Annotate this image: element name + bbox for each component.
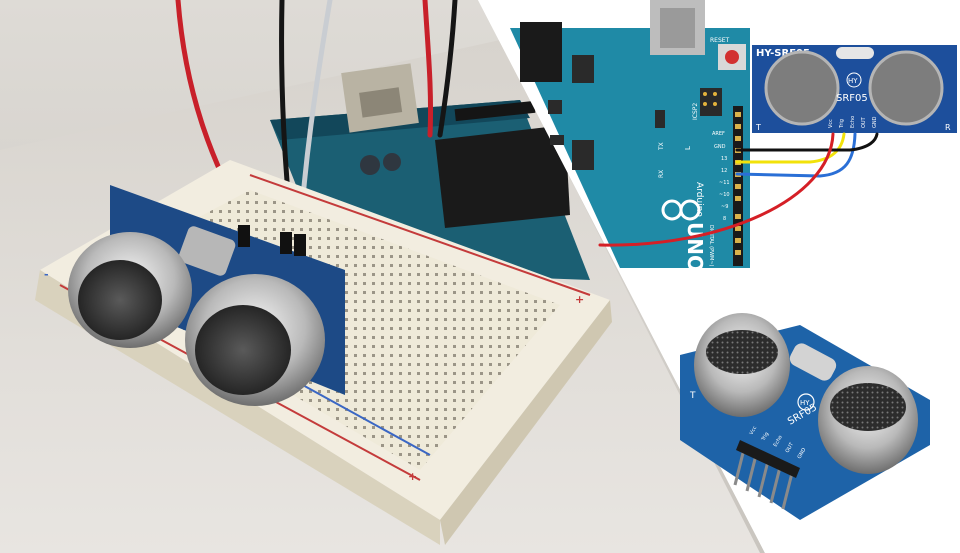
module-pin-labels: Vcc Trig Echo OUT GND: [749, 425, 808, 460]
sensor-pin-labels: Vcc Trig Echo OUT GND: [828, 116, 878, 129]
diagram-wires: [598, 132, 879, 247]
sensor-pin-echo: Echo: [850, 116, 856, 128]
rx-label: RX: [658, 170, 665, 178]
module-pin-gnd: GND: [797, 447, 808, 460]
l-label: L: [684, 146, 692, 150]
vcc-wire: [598, 132, 835, 247]
ultrasonic-sensor-photo: [68, 185, 345, 406]
transducer-r-diagram: [868, 50, 944, 126]
module-pin-vcc: Vcc: [749, 425, 759, 436]
sensor-pin-out: OUT: [861, 116, 867, 128]
aref-label: AREF: [712, 131, 725, 137]
icsp-label: ICSP2: [692, 103, 699, 120]
sensor-pin-trig: Trig: [839, 119, 845, 129]
sensor-logo: HY: [848, 77, 858, 85]
arduino-name: Arduino: [694, 182, 704, 217]
gnd-wire: [735, 132, 879, 152]
wiring-diagram: RESET ICSP2 TX RX L Arduino UNO DIGITAL …: [492, 0, 960, 272]
module-pin-trig: Trig: [760, 431, 770, 443]
module-pin-out: OUT: [785, 441, 796, 454]
pin-10-label: ~10: [719, 192, 730, 198]
module-t-label: T: [689, 391, 696, 401]
sensor-pin-gnd: GND: [872, 116, 878, 128]
module-pin-echo: Echo: [773, 434, 784, 448]
red-wire-photo-2: [422, 0, 434, 138]
uno-name: UNO: [683, 222, 707, 272]
sensor-module-photo: HY SRF05 T R Vcc Trig Echo OUT GND: [680, 313, 930, 520]
pin-9-label: ~9: [721, 204, 728, 210]
power-jack: [520, 22, 562, 82]
reset-label: RESET: [710, 37, 730, 44]
transducer-t-diagram: [764, 50, 840, 126]
gnd-pin-label: GND: [714, 144, 726, 150]
arduino-logo: [661, 199, 701, 221]
header-pins: [454, 100, 536, 122]
module-r-label: R: [878, 495, 885, 506]
icsp-header: [700, 88, 722, 116]
arduino-board-diagram: [510, 28, 750, 268]
breadboard-minus-label: -: [44, 268, 49, 281]
crystal-photo: [178, 226, 236, 276]
digital-label: DIGITAL (PWM~): [708, 225, 714, 267]
module-logo: HY: [800, 399, 810, 407]
pin-13-label: 13: [721, 156, 727, 162]
pin-11-label: ~11: [719, 180, 730, 186]
sensor-r-label: R: [945, 123, 951, 132]
black-wire-photo-2: [437, 0, 458, 138]
module-crystal: [789, 343, 837, 381]
pin-8-label: 8: [723, 216, 726, 222]
sensor-t-label: T: [755, 123, 761, 132]
crystal-diagram: [836, 47, 874, 59]
breadboard-plus-label: +: [408, 470, 417, 483]
tx-label: TX: [658, 142, 665, 151]
microcontroller-chip: [435, 125, 570, 228]
sensor-title: HY-SRF05: [756, 48, 810, 59]
pin-12-label: 12: [721, 168, 727, 174]
sensor-pin-vcc: Vcc: [828, 119, 834, 128]
sensor-model: SRF05: [836, 93, 868, 104]
trig-wire: [735, 132, 846, 164]
echo-wire: [735, 132, 857, 178]
breadboard-plus-label-2: +: [575, 293, 584, 306]
